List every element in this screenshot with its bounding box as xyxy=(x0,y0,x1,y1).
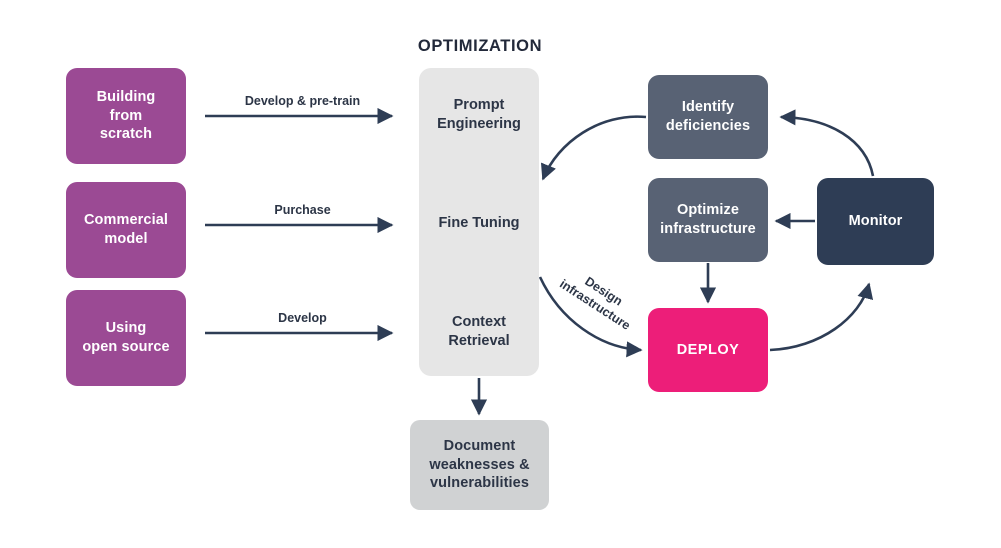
node-deploy[interactable]: DEPLOY xyxy=(648,308,768,392)
arrow-context-retrieval-to-deploy xyxy=(538,276,643,358)
node-building-from-scratch-label: Building from scratch xyxy=(96,89,156,143)
node-deploy-label: DEPLOY xyxy=(676,341,740,358)
node-identify-deficiencies-label: Identify deficiencies xyxy=(665,99,751,134)
node-using-open-source[interactable]: Using open source xyxy=(66,290,186,386)
node-document-weaknesses-label: Document weaknesses & vulnerabilities xyxy=(429,438,530,492)
arrow-monitor-to-identify xyxy=(779,109,875,177)
optimization-item-context-retrieval[interactable]: Context Retrieval xyxy=(448,314,510,349)
node-monitor-label: Monitor xyxy=(848,213,903,230)
edge-label-develop-pre-train: Develop & pre-train xyxy=(244,94,361,108)
edge-label-purchase: Purchase xyxy=(274,203,331,217)
optimization-item-prompt-engineering[interactable]: Prompt Engineering xyxy=(437,97,521,132)
optimization-title: OPTIMIZATION xyxy=(417,37,543,55)
edge-label-develop: Develop xyxy=(278,311,327,325)
node-identify-deficiencies[interactable]: Identify deficiencies xyxy=(648,75,768,159)
node-using-open-source-label: Using open source xyxy=(82,320,170,355)
node-optimize-infrastructure-label: Optimize infrastructure xyxy=(660,202,756,237)
arrow-deploy-to-monitor xyxy=(769,282,874,352)
node-optimize-infrastructure[interactable]: Optimize infrastructure xyxy=(648,178,768,262)
optimization-item-fine-tuning[interactable]: Fine Tuning xyxy=(438,215,520,231)
optimization-column[interactable] xyxy=(419,68,539,376)
node-document-weaknesses[interactable]: Document weaknesses & vulnerabilities xyxy=(410,420,549,510)
node-building-from-scratch[interactable]: Building from scratch xyxy=(66,68,186,164)
node-monitor[interactable]: Monitor xyxy=(817,178,934,265)
arrow-identify-to-optimization xyxy=(540,115,647,181)
node-commercial-model-label: Commercial model xyxy=(83,212,168,247)
node-commercial-model[interactable]: Commercial model xyxy=(66,182,186,278)
